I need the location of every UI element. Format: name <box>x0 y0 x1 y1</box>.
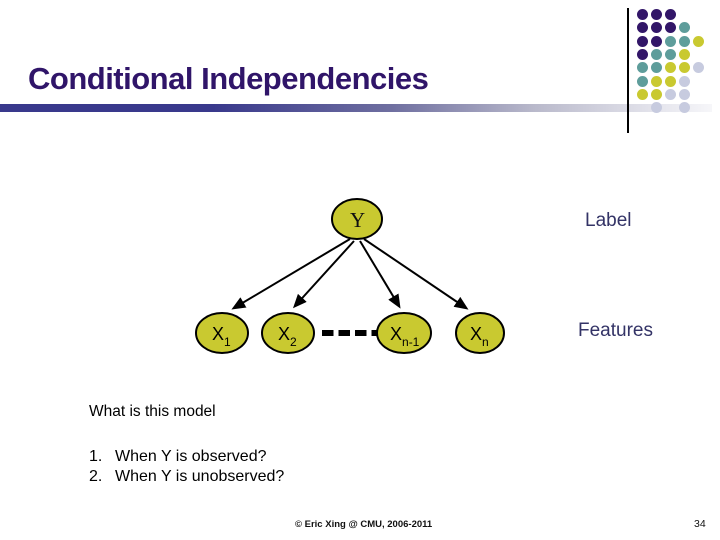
node-xn: Xn <box>455 312 505 354</box>
node-x1-label: X1 <box>212 324 231 349</box>
list-item-number: 1. <box>89 448 103 465</box>
dot <box>665 88 676 100</box>
edges <box>231 238 469 310</box>
dot <box>679 88 690 100</box>
node-x2: X2 <box>261 312 315 354</box>
dot <box>679 75 690 87</box>
node-y: Y <box>331 198 383 240</box>
page-number: 34 <box>694 518 706 530</box>
dot <box>679 62 690 74</box>
node-xn1: Xn-1 <box>376 312 432 354</box>
list-item: 1. When Y is observed? <box>89 447 284 467</box>
page-title: Conditional Independencies <box>28 61 429 96</box>
dot <box>665 35 676 47</box>
vertical-rule <box>627 8 629 133</box>
dot <box>637 62 648 74</box>
node-x2-label: X2 <box>278 324 297 349</box>
edge-y-x1 <box>231 238 351 310</box>
node-x1: X1 <box>195 312 249 354</box>
dot <box>651 62 662 74</box>
dot <box>637 35 648 47</box>
dot <box>651 48 662 60</box>
question-text: What is this model <box>89 403 216 420</box>
dot <box>651 88 662 100</box>
node-xn-shape <box>455 312 505 354</box>
dot <box>651 75 662 87</box>
annotation-label: Label <box>585 210 632 231</box>
dot <box>637 22 648 34</box>
annotation-features: Features <box>578 320 653 341</box>
footer-credit: © Eric Xing @ CMU, 2006-2011 <box>295 519 433 530</box>
dot <box>651 22 662 34</box>
dot <box>679 48 690 60</box>
dot <box>651 102 662 114</box>
dot <box>665 9 676 20</box>
dot <box>637 48 648 60</box>
question-list: 1. When Y is observed? 2. When Y is unob… <box>89 447 284 487</box>
dot <box>665 75 676 87</box>
dot <box>693 35 704 47</box>
node-xn-label: Xn <box>470 324 489 349</box>
dot <box>679 35 690 47</box>
edge-y-xn <box>363 238 469 310</box>
node-y-shape <box>331 198 383 240</box>
edge-y-x2 <box>292 240 355 309</box>
list-item: 2. When Y is unobserved? <box>89 467 284 487</box>
dots-pattern <box>637 9 707 115</box>
dot <box>665 62 676 74</box>
node-y-label: Y <box>350 208 365 232</box>
dot <box>665 48 676 60</box>
graph-diagram: Y X1 X2 Xn-1 Xn <box>195 198 505 354</box>
title-underline-bar <box>0 104 712 112</box>
dot <box>693 62 704 74</box>
node-x2-shape <box>261 312 315 354</box>
dot <box>665 22 676 34</box>
dot <box>637 9 648 20</box>
node-x1-shape <box>195 312 249 354</box>
dot <box>651 35 662 47</box>
dot <box>637 88 648 100</box>
list-item-text: When Y is observed? <box>115 448 267 465</box>
list-item-number: 2. <box>89 468 103 485</box>
node-xn1-shape <box>376 312 432 354</box>
edge-y-xn1 <box>359 240 401 309</box>
dot <box>651 9 662 20</box>
node-xn1-label: Xn-1 <box>390 324 420 349</box>
dot <box>679 102 690 114</box>
list-item-text: When Y is unobserved? <box>115 468 285 485</box>
dot <box>637 75 648 87</box>
dot <box>679 22 690 34</box>
